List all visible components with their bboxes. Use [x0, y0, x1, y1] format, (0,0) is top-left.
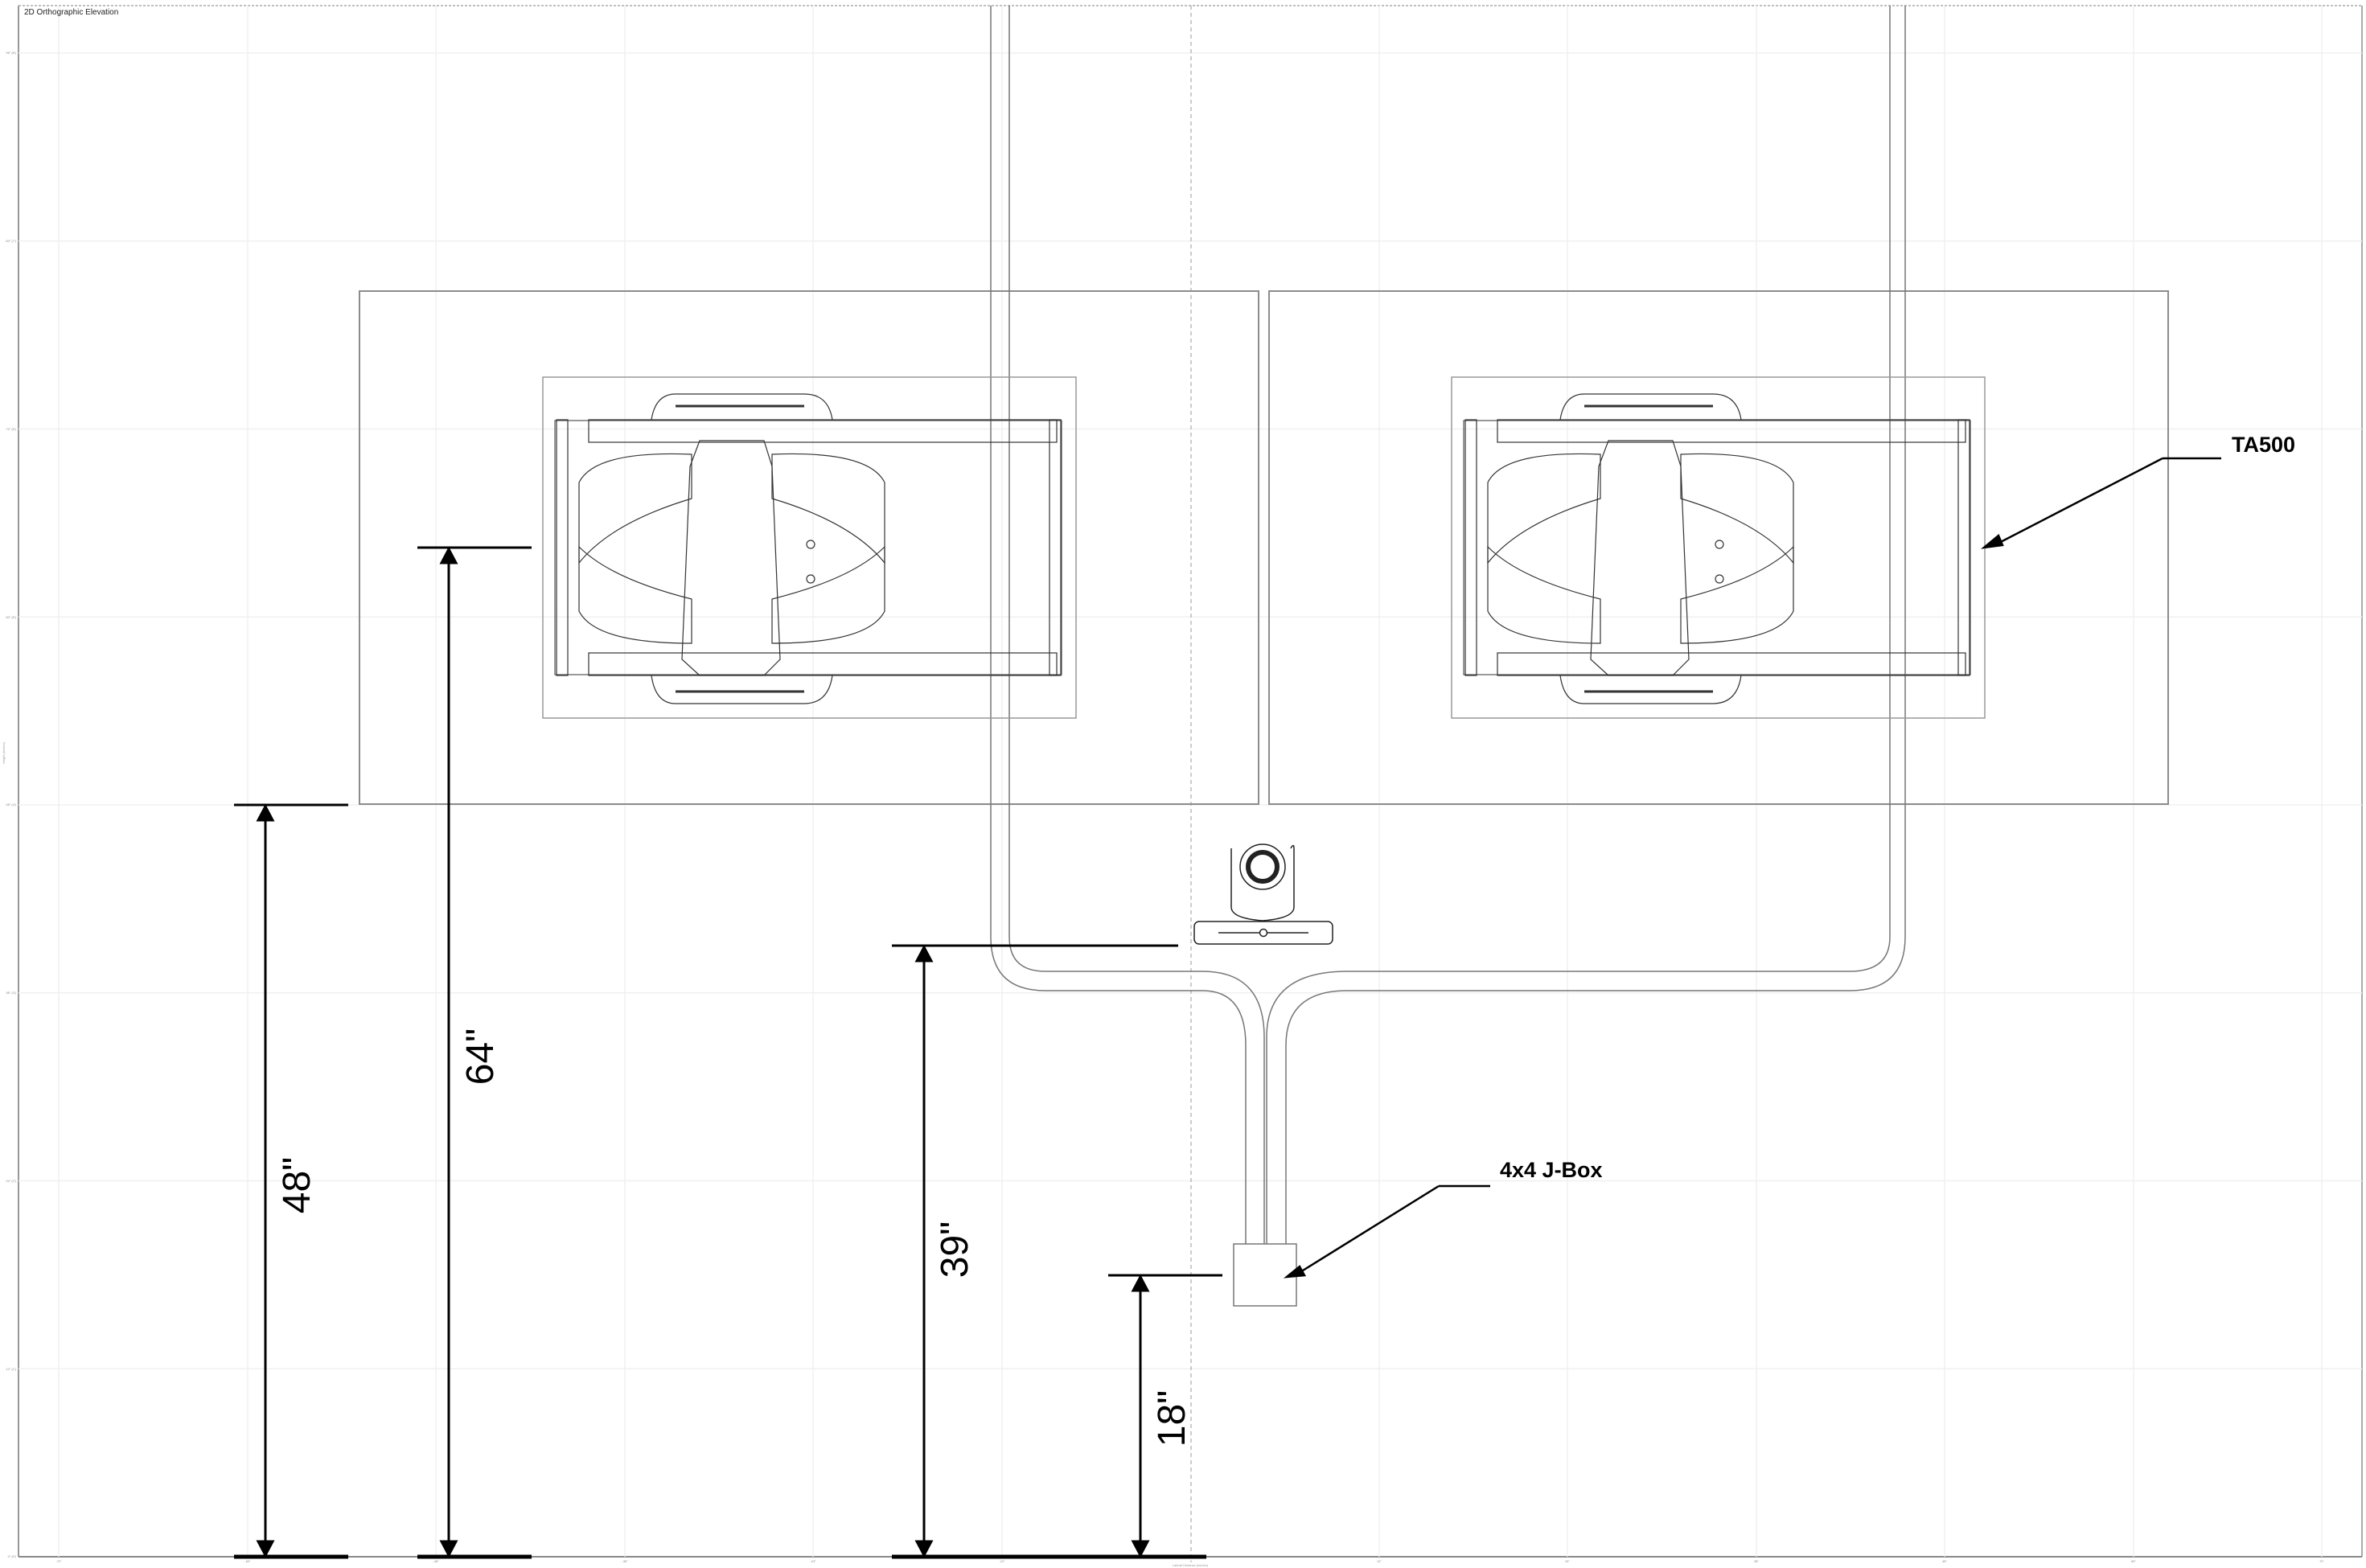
dimension-label-18: 18" [1151, 1389, 1194, 1447]
y-tick-84: 84" (7') [6, 239, 16, 243]
x-tick-neg60: -60" [244, 1559, 251, 1563]
x-tick-60: 60" [2131, 1559, 2136, 1563]
x-tick-12: 12" [1377, 1559, 1382, 1563]
dimension-lines [234, 546, 1222, 1559]
display-outline-left [359, 290, 1259, 805]
display-outline-right [1268, 290, 2169, 805]
grid [18, 6, 2362, 1557]
x-tick-36: 36" [1754, 1559, 1759, 1563]
y-tick-0: 0" (0') [7, 1554, 16, 1558]
x-tick-72: 72" [2319, 1559, 2324, 1563]
y-tick-48: 48" (4') [6, 802, 16, 807]
callout-jbox: 4x4 J-Box [1500, 1158, 1603, 1182]
x-tick-neg48: -48" [433, 1559, 439, 1563]
junction-box [1233, 1243, 1297, 1307]
dimension-label-48: 48" [276, 1156, 319, 1214]
y-tick-60: 60" (5') [6, 615, 16, 619]
x-tick-neg36: -36" [622, 1559, 628, 1563]
x-tick-neg72: -72" [55, 1559, 62, 1563]
y-tick-36: 36" (3') [6, 991, 16, 995]
x-tick-neg12: -12" [999, 1559, 1005, 1563]
plot-frame [18, 5, 2363, 1558]
conduit [990, 6, 1906, 1244]
ptz-camera [1193, 844, 1333, 945]
dimension-label-64: 64" [459, 1028, 503, 1086]
tv-mount-left [542, 376, 1077, 719]
dimension-label-39: 39" [934, 1221, 977, 1279]
x-tick-0: 0 [1189, 1559, 1193, 1563]
x-tick-48: 48" [1942, 1559, 1947, 1563]
y-tick-24: 24" (2') [6, 1179, 16, 1183]
x-axis-title: Lateral Distance (inches) [1172, 1563, 1209, 1567]
x-tick-24: 24" [1565, 1559, 1570, 1563]
y-tick-96: 96" (8') [6, 51, 16, 55]
y-tick-72: 72" (6') [6, 427, 16, 431]
x-tick-neg24: -24" [810, 1559, 816, 1563]
callout-ta500: TA500 [2232, 433, 2296, 457]
y-axis-title: Height (inches) [2, 742, 6, 764]
tv-mount-right [1451, 376, 1986, 719]
view-title: 2D Orthographic Elevation [24, 8, 119, 17]
y-tick-12: 12" (1') [6, 1367, 16, 1371]
callout-leaders [1284, 457, 2221, 1279]
